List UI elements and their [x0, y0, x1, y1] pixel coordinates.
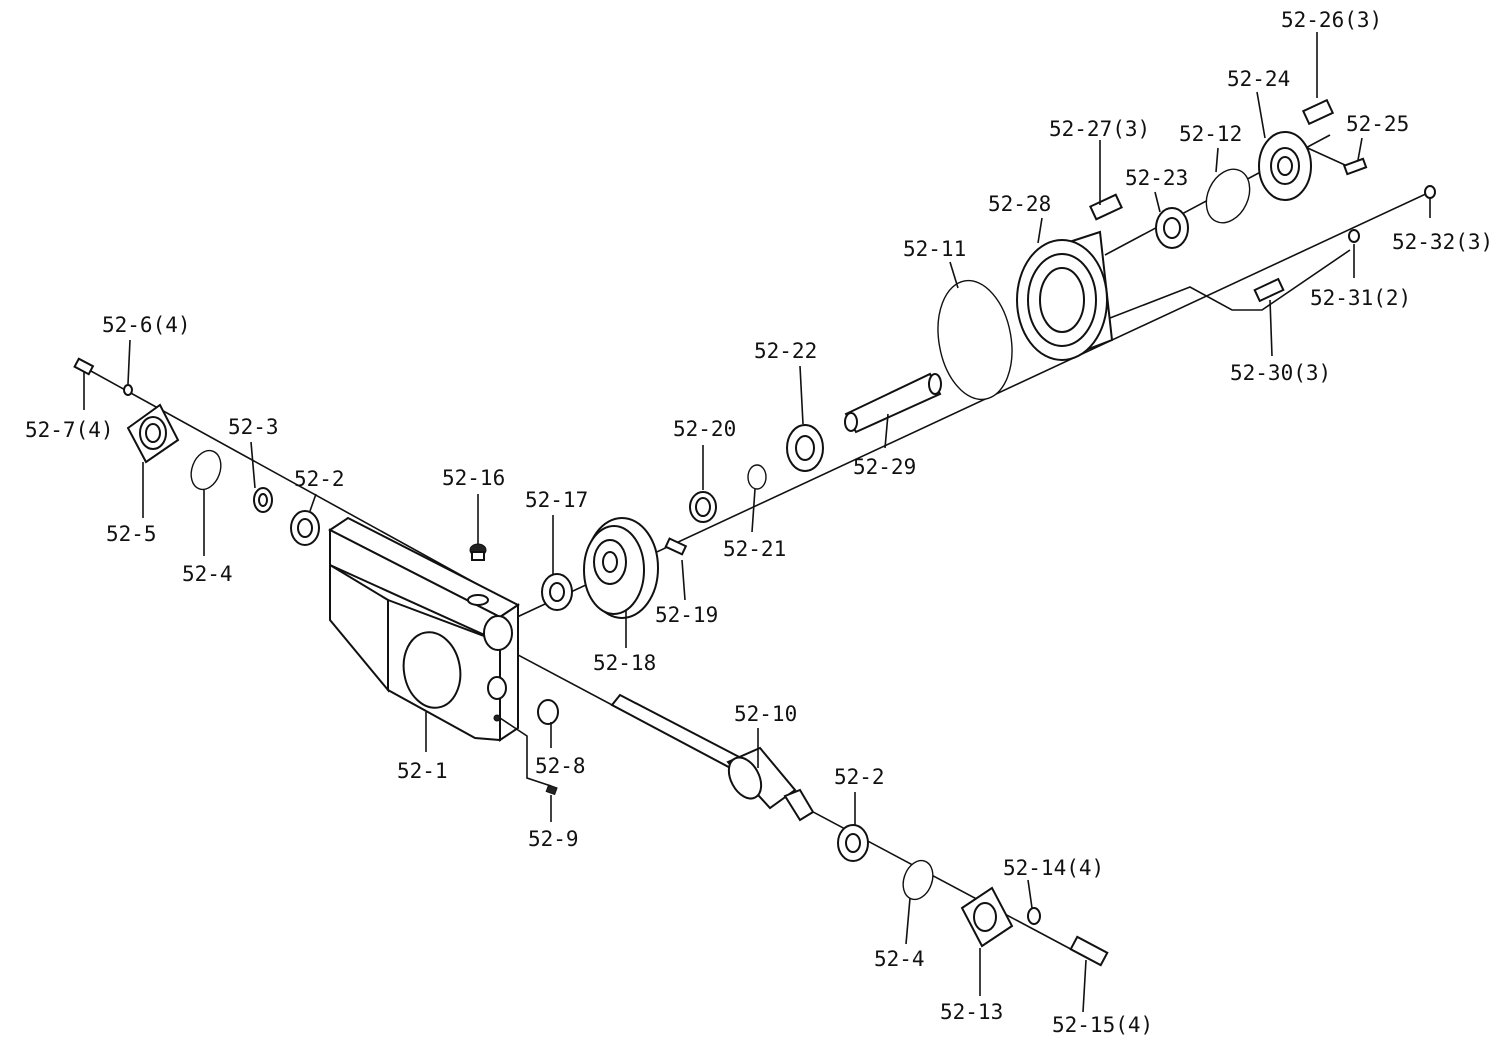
- part-52-24-end-cover: [1258, 131, 1312, 201]
- part-52-4-o-ring: [190, 449, 222, 491]
- callout-52-32: 52-32(3): [1392, 230, 1493, 254]
- callout-52-11: 52-11: [903, 237, 966, 261]
- part-52-7-screw: [73, 357, 95, 376]
- part-52-2-bearing-lower: [837, 824, 869, 862]
- part-52-30-stud: [1253, 277, 1285, 303]
- callout-52-8: 52-8: [535, 754, 586, 778]
- callout-52-20: 52-20: [673, 417, 736, 441]
- callout-52-4-lower: 52-4: [874, 947, 925, 971]
- part-52-19-key: [664, 537, 688, 556]
- callout-52-15: 52-15(4): [1052, 1013, 1153, 1037]
- part-52-20-spacer: [689, 491, 717, 523]
- part-52-18-worm-gear: [583, 517, 659, 619]
- callout-52-31: 52-31(2): [1310, 286, 1411, 310]
- part-52-26-screw: [1301, 98, 1335, 126]
- part-52-12-o-ring: [1205, 168, 1251, 224]
- part-52-29-output-shaft: [844, 372, 942, 434]
- part-52-16-plug: [469, 543, 487, 561]
- callout-52-29: 52-29: [853, 455, 916, 479]
- part-52-9-set-screw: [545, 784, 558, 796]
- callout-52-2-upper: 52-2: [294, 467, 345, 491]
- callout-52-28: 52-28: [988, 192, 1051, 216]
- callout-52-3: 52-3: [228, 415, 279, 439]
- part-52-4-o-ring-lower: [902, 859, 934, 901]
- part-52-10-worm-shaft: [610, 693, 815, 822]
- callout-52-4-upper: 52-4: [182, 562, 233, 586]
- callout-52-21: 52-21: [723, 537, 786, 561]
- callout-52-16: 52-16: [442, 466, 505, 490]
- callout-52-22: 52-22: [754, 339, 817, 363]
- part-52-28-flange-housing: [1016, 230, 1114, 361]
- part-52-11-large-o-ring: [937, 279, 1013, 401]
- callout-labels: 52-26(3) 52-24 52-25 52-27(3) 52-12 52-2…: [25, 8, 1493, 1037]
- part-52-27-screw: [1089, 193, 1123, 221]
- callout-52-17: 52-17: [525, 488, 588, 512]
- callout-52-24: 52-24: [1227, 67, 1290, 91]
- part-52-15-screw: [1069, 935, 1109, 967]
- callout-52-30: 52-30(3): [1230, 361, 1331, 385]
- callout-52-19: 52-19: [655, 603, 718, 627]
- callout-52-7: 52-7(4): [25, 418, 114, 442]
- callout-52-10: 52-10: [734, 702, 797, 726]
- callout-52-14: 52-14(4): [1003, 856, 1104, 880]
- callout-52-5: 52-5: [106, 522, 157, 546]
- callout-52-2-lower: 52-2: [834, 765, 885, 789]
- callout-52-12: 52-12: [1179, 122, 1242, 146]
- part-52-25-key: [1342, 157, 1368, 176]
- callout-52-9: 52-9: [528, 827, 579, 851]
- leader-lines: [83, 32, 1431, 1013]
- part-52-17-bearing: [541, 573, 573, 611]
- callout-52-6: 52-6(4): [102, 313, 191, 337]
- part-52-2-bearing: [290, 510, 320, 546]
- callout-52-26: 52-26(3): [1281, 8, 1382, 32]
- part-52-6-washer: [123, 384, 133, 396]
- callout-52-23: 52-23: [1125, 166, 1188, 190]
- callout-52-27: 52-27(3): [1049, 117, 1150, 141]
- callout-52-1: 52-1: [397, 759, 448, 783]
- part-52-14-washer: [1027, 907, 1041, 925]
- part-52-23-bearing: [1155, 207, 1189, 249]
- callout-52-13: 52-13: [940, 1000, 1003, 1024]
- part-52-8-plug: [537, 699, 559, 725]
- part-52-21-snap-ring: [747, 464, 767, 490]
- part-52-31-washer: [1348, 229, 1360, 243]
- part-52-1-housing: [328, 516, 520, 742]
- callout-52-18: 52-18: [593, 651, 656, 675]
- part-52-3-seal: [253, 487, 273, 513]
- part-52-22-bearing: [786, 424, 824, 472]
- part-52-13-cover-plate: [960, 886, 1014, 948]
- part-52-32-nut: [1424, 185, 1436, 199]
- callout-52-25: 52-25: [1346, 112, 1409, 136]
- part-52-5-cover-plate: [126, 403, 180, 464]
